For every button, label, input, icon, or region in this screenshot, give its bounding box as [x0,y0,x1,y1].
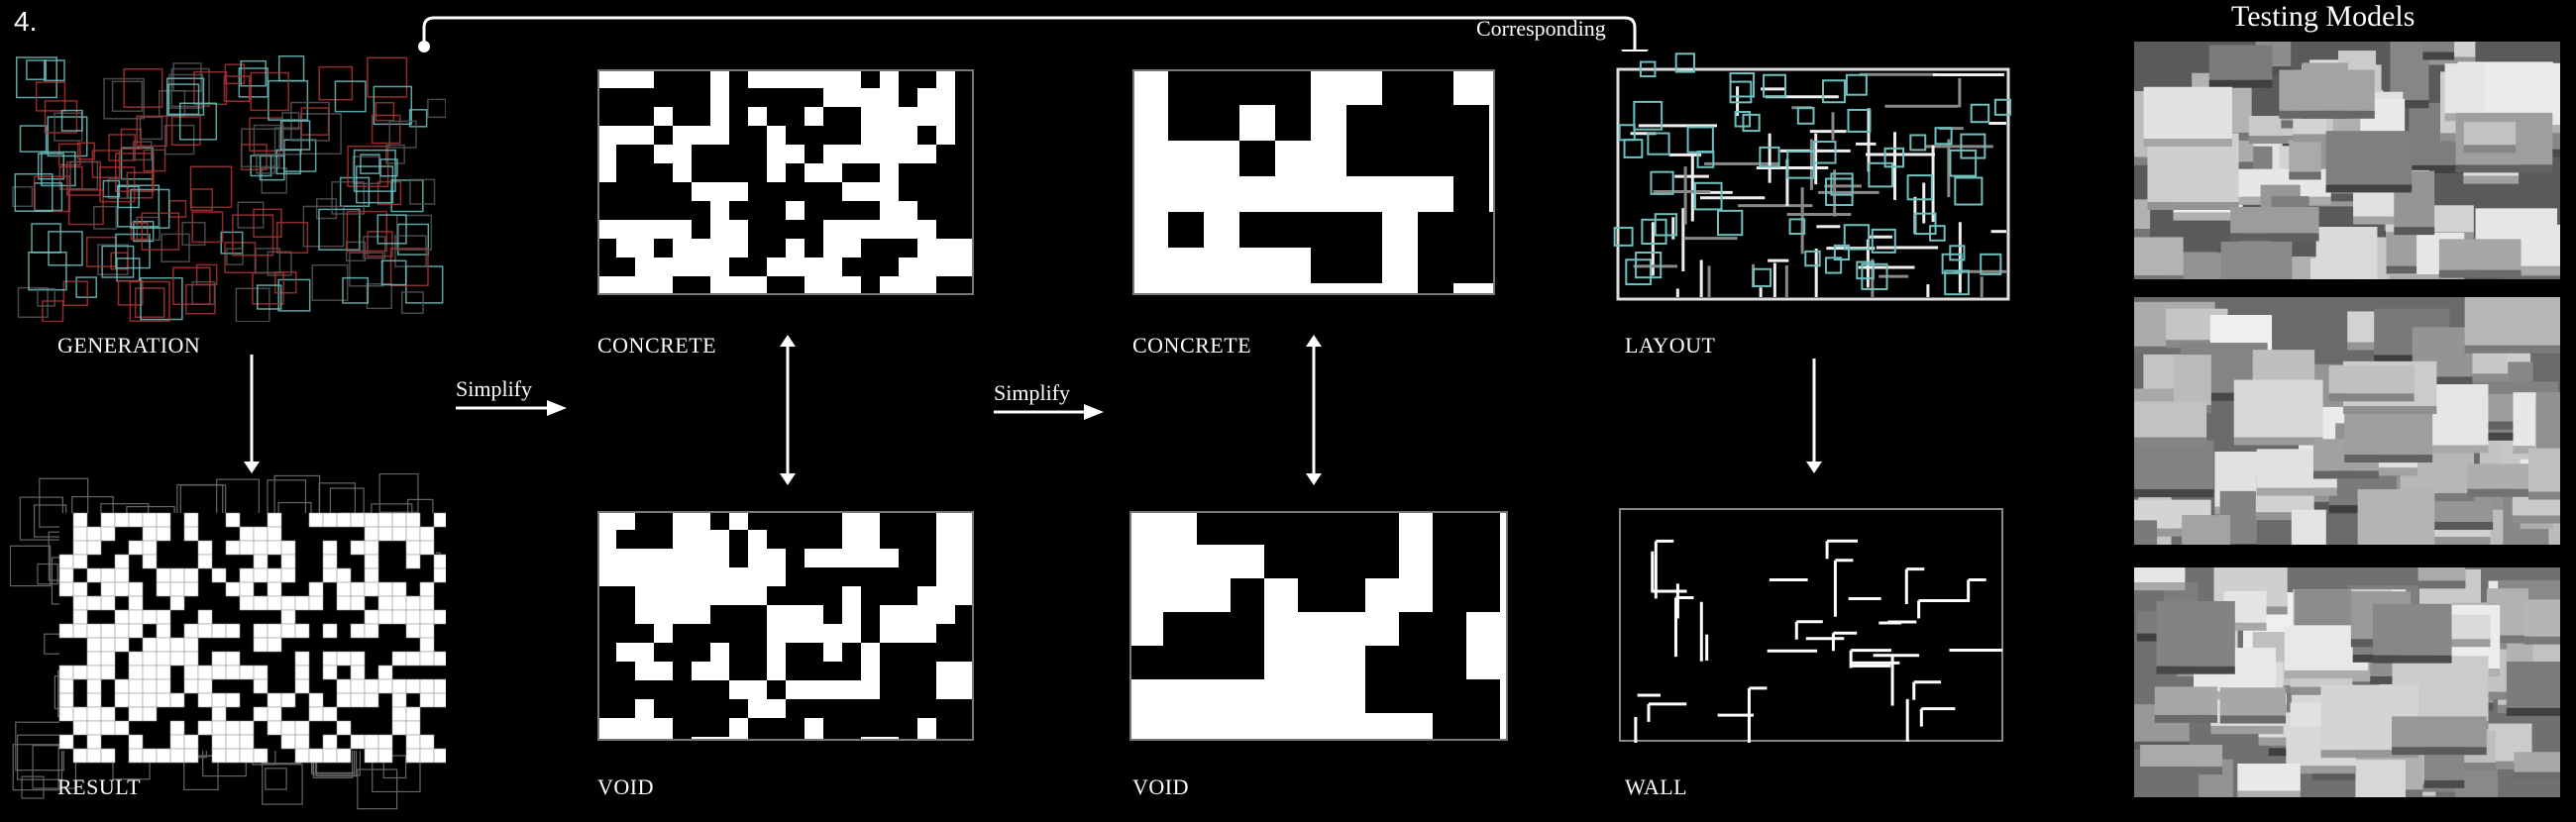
result-label: RESULT [57,774,142,799]
simplify-label-1: Simplify [456,376,533,401]
result-pattern [10,473,446,810]
model-photo-1 [2134,42,2560,279]
void-2-pattern [1129,511,1508,741]
model-photo-3 [2134,567,2560,797]
generation-pattern [10,54,446,322]
void-1-label: VOID [597,774,654,799]
corresponding-label: Corresponding [1476,16,1606,41]
wall-label: WALL [1625,774,1688,799]
layout-label: LAYOUT [1625,333,1716,358]
void-1-pattern [597,511,974,741]
figure-number: 4. [14,6,38,37]
void-2-label: VOID [1132,774,1189,799]
model-photo-2 [2134,297,2560,545]
wall-pattern [1618,507,2004,743]
concrete-1-label: CONCRETE [597,333,717,358]
layout-pattern [1610,51,2016,309]
generation-label: GENERATION [57,333,201,358]
simplify-label-2: Simplify [994,380,1071,405]
testing-models-title: Testing Models [2231,0,2415,33]
concrete-2-label: CONCRETE [1132,333,1252,358]
concrete-2-pattern [1132,69,1495,295]
concrete-1-pattern [597,69,974,295]
